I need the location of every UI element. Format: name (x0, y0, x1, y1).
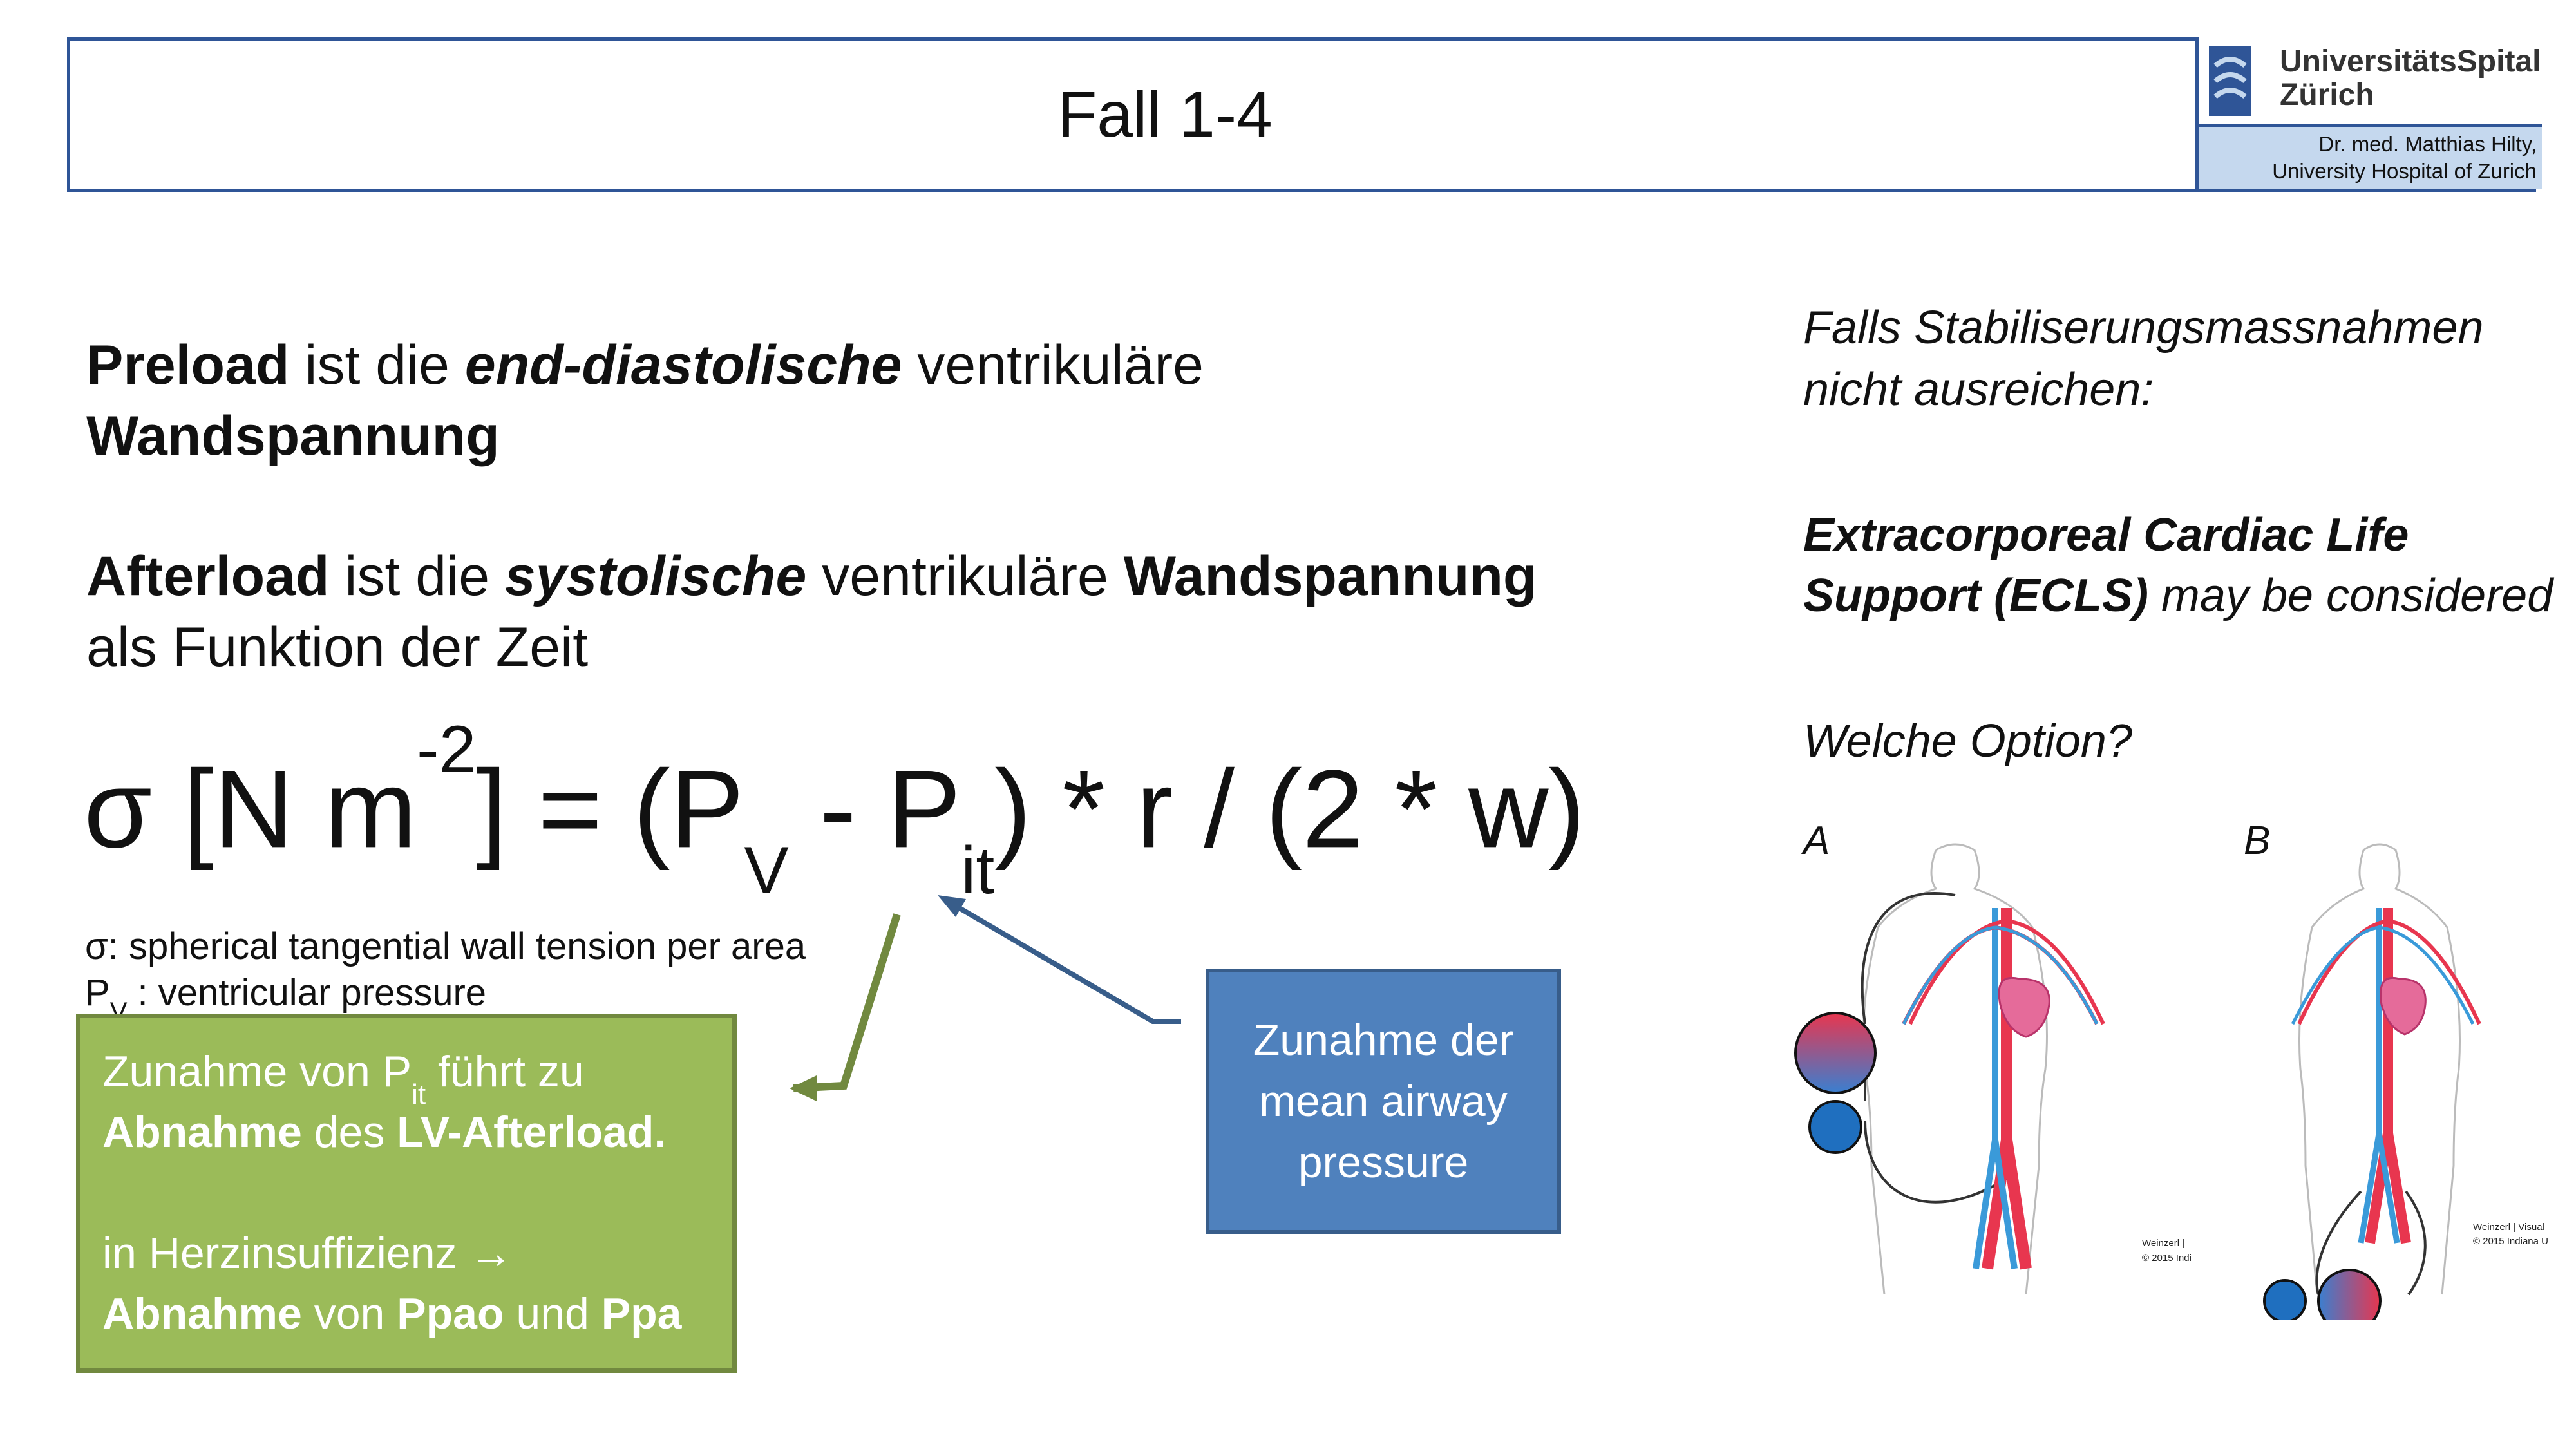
green-text: Zunahme von P (102, 1047, 412, 1096)
afterload-term: Afterload (86, 545, 330, 607)
green-line3: in Herzinsuffizienz → (102, 1229, 513, 1278)
option-a-label: A (1803, 819, 1830, 863)
slide-title: Fall 1-4 (1057, 78, 1273, 151)
laplace-formula: σ [N m-2] = (PV - Pit) * r / (2 * w) (84, 716, 1586, 904)
option-question: Welche Option? (1803, 715, 2132, 767)
body-outline-b (2298, 843, 2461, 1295)
legend-sigma: σ: spherical tangential wall tension per… (85, 925, 806, 967)
airway-pressure-box: Zunahme der mean airway pressure (1206, 969, 1561, 1234)
green-text: von (301, 1289, 397, 1338)
hospital-logo: UniversitätsSpital Zürich Dr. med. Matth… (2195, 37, 2542, 192)
ecls-text: may be considered (2148, 570, 2553, 621)
ecls-bold: Support (ECLS) (1803, 570, 2148, 621)
preload-term: Preload (86, 334, 290, 396)
credit-a-line1: Weinzerl | (2142, 1238, 2184, 1249)
formula-part: ] = (P (476, 747, 744, 871)
formula-part: σ [N m (84, 747, 417, 871)
preload-text: ist die (289, 334, 465, 396)
preload-text2: ventrikuläre (902, 334, 1204, 396)
blue-line2: mean airway (1259, 1076, 1508, 1126)
blue-line3: pressure (1298, 1137, 1469, 1187)
green-bold: Ppao (397, 1289, 504, 1338)
arm-vessels-b (2297, 919, 2481, 1025)
legend-pv-p: P (85, 972, 110, 1014)
pump-b (2263, 1279, 2307, 1320)
author-affiliation: University Hospital of Zurich (2272, 159, 2537, 183)
author-name: Dr. med. Matthias Hilty, (2318, 132, 2537, 156)
green-text: und (504, 1289, 601, 1338)
formula-sub: it (961, 833, 995, 908)
formula-part: - P (788, 747, 961, 871)
green-bold: Ppa (601, 1289, 682, 1338)
credit-b-line1: Weinzerl | Visual (2473, 1222, 2544, 1233)
green-bold: Abnahme (102, 1108, 302, 1157)
question-line2: nicht ausreichen: (1803, 364, 2154, 415)
heart-icon (1998, 977, 2050, 1038)
ecls-bold: Extracorporeal Cardiac Life (1803, 509, 2409, 561)
arm-vessels (1902, 919, 2105, 1025)
ecls-circuit (1861, 891, 2008, 1204)
legend-pv-text: : ventricular pressure (127, 972, 487, 1014)
preload-line1: Preload ist die end-diastolische ventrik… (86, 330, 1204, 401)
wall-tension-term: Wandspannung (86, 405, 500, 467)
heart-icon-b (2380, 977, 2427, 1036)
vena-cava-b (2358, 908, 2400, 1244)
blue-arrow (942, 896, 1181, 1024)
credit-a-line2: © 2015 Indi (2142, 1253, 2192, 1264)
afterload-line1: Afterload ist die systolische ventrikulä… (86, 541, 1537, 612)
green-bold: LV-Afterload. (397, 1108, 667, 1157)
afterload-line2: als Funktion der Zeit (86, 616, 589, 678)
logo-name-line1: UniversitätsSpital (2280, 44, 2541, 79)
formula-part: ) * r / (2 * w) (994, 747, 1586, 871)
afterload-text: ist die (329, 545, 505, 607)
oxygenator-b (2317, 1269, 2382, 1320)
option-b-label: B (2244, 819, 2271, 863)
logo-top: UniversitätsSpital Zürich (2199, 37, 2542, 124)
usz-logo-icon (2209, 46, 2251, 116)
afterload-text2: ventrikuläre (806, 545, 1124, 607)
green-line1: Zunahme von Pit führt zu (102, 1046, 584, 1110)
preload-line2: Wandspannung (86, 401, 500, 471)
green-line2: Abnahme des LV-Afterload. (102, 1107, 666, 1157)
ecls-circuit-b (2315, 1190, 2427, 1296)
header-bar: Fall 1-4 UniversitätsSpital Zürich Dr. m… (67, 37, 2542, 192)
logo-name-line2: Zürich (2280, 78, 2374, 112)
green-line4: Abnahme von Ppao und Ppa (102, 1289, 681, 1339)
ecls-diagram-b[interactable]: Weinzerl | Visual © 2015 Indiana U (2248, 831, 2550, 1320)
pump (1808, 1100, 1862, 1154)
green-text: führt zu (426, 1047, 584, 1096)
credit-b-line2: © 2015 Indiana U (2473, 1236, 2548, 1247)
afterload-effect-box: Zunahme von Pit führt zu Abnahme des LV-… (76, 1014, 737, 1373)
author-band: Dr. med. Matthias Hilty, University Hosp… (2199, 124, 2542, 189)
formula-sub: V (744, 833, 789, 908)
end-diastolic-term: end-diastolische (464, 334, 902, 396)
body-outline (1862, 843, 2048, 1294)
legend-pv: PV : ventricular pressure (85, 971, 487, 1026)
vena-cava (1973, 908, 2018, 1269)
ecls-line2: Support (ECLS) may be considered (1803, 569, 2553, 622)
systolic-term: systolische (504, 545, 807, 607)
ecls-line1: Extracorporeal Cardiac Life (1803, 509, 2409, 562)
green-arrow (793, 913, 901, 1092)
ecls-diagram-a[interactable]: Weinzerl | © 2015 Indi (1794, 831, 2206, 1294)
formula-sup: -2 (417, 712, 477, 787)
blue-line1: Zunahme der (1253, 1015, 1514, 1065)
blue-arrowhead (938, 895, 966, 917)
green-sub: it (412, 1078, 426, 1110)
oxygenator (1794, 1012, 1877, 1094)
green-bold: Abnahme (102, 1289, 302, 1338)
green-arrowhead (790, 1075, 817, 1101)
green-text: des (301, 1108, 397, 1157)
question-line1: Falls Stabiliserungsmassnahmen (1803, 302, 2484, 354)
wall-tension-term2: Wandspannung (1123, 545, 1537, 607)
